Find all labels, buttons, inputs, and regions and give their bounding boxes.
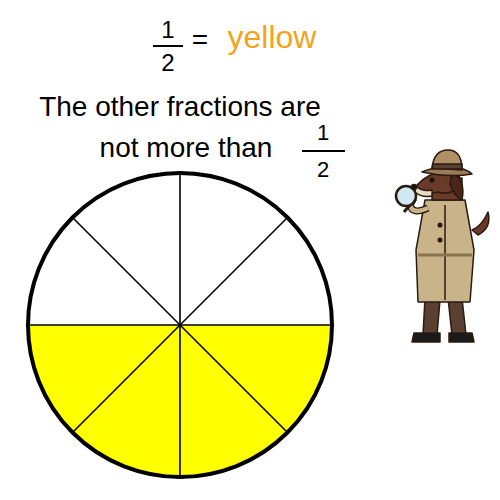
hat-crown [432, 150, 462, 170]
hat-band [432, 164, 462, 169]
dog-leg [448, 298, 466, 335]
coat-button [438, 223, 442, 227]
division-line [73, 218, 288, 433]
coat-belt [418, 254, 472, 257]
division-line [73, 218, 288, 433]
fraction-bar [302, 150, 345, 152]
dog-tail [472, 212, 489, 235]
detective-dog [396, 150, 489, 342]
denominator: 2 [161, 50, 174, 75]
color-word: yellow [228, 21, 317, 55]
dog-eye [430, 178, 434, 182]
dog-shoe [412, 333, 440, 342]
denominator: 2 [317, 158, 329, 181]
fraction-bar [153, 45, 183, 47]
statement-line: not more than [100, 133, 273, 162]
fraction-circle [28, 173, 332, 477]
equals-sign: = [192, 25, 208, 54]
trench-coat [416, 200, 474, 302]
dog-muzzle [415, 186, 432, 197]
coat-seam [444, 205, 446, 300]
dog-nose [412, 185, 417, 190]
numerator: 1 [317, 121, 329, 144]
dog-shoe [449, 333, 474, 342]
statement-line: The other fractions are [39, 92, 321, 121]
coat-button [438, 238, 442, 242]
numerator: 1 [161, 17, 174, 42]
dog-leg [423, 298, 440, 335]
division-lines [28, 173, 332, 477]
